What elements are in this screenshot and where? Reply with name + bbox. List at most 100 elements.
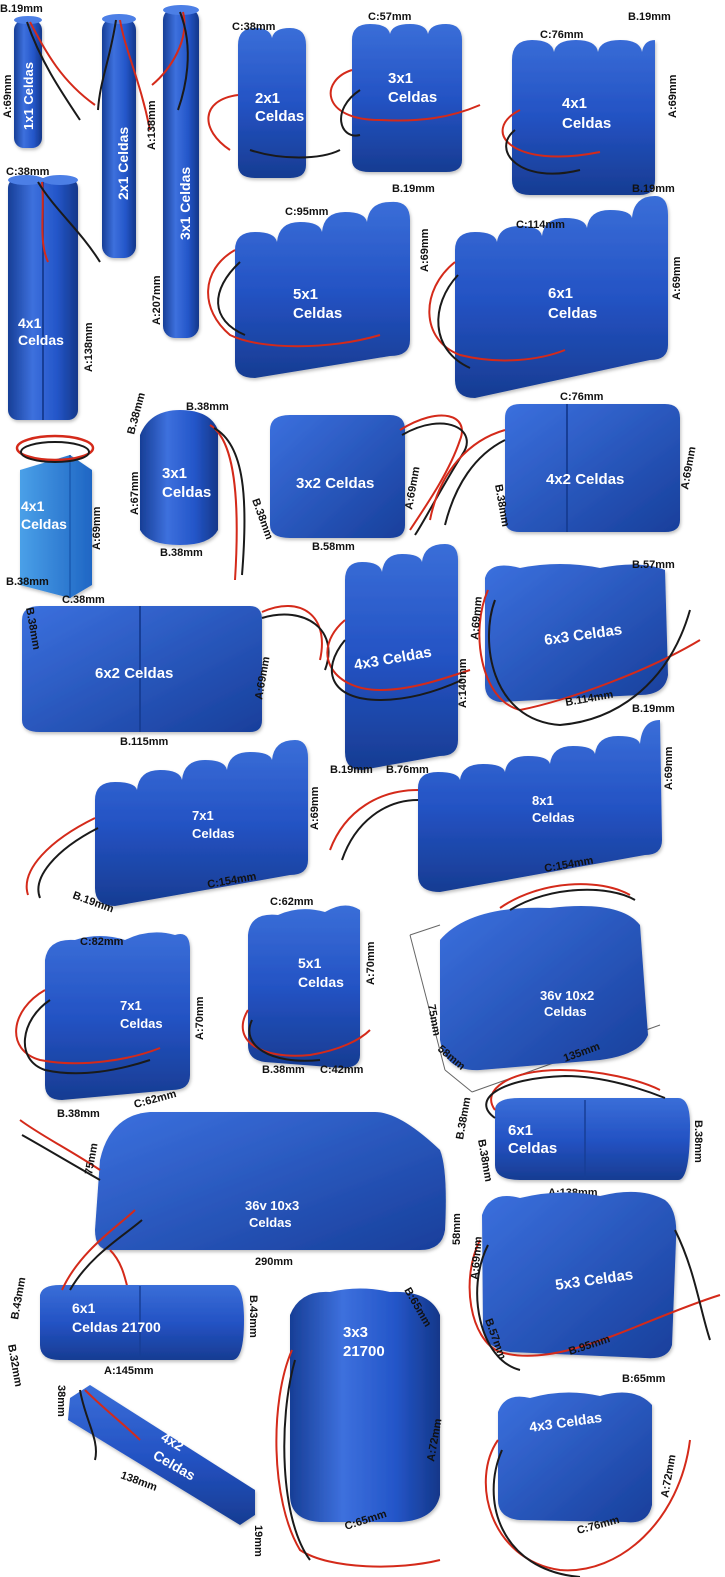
- svg-text:Celdas: Celdas: [298, 974, 344, 990]
- dim-h: 75mm: [425, 1003, 442, 1037]
- dim-a: A:69mm: [419, 228, 431, 272]
- svg-text:1x1 Celdas: 1x1 Celdas: [21, 62, 36, 130]
- dim-b2: B.38mm: [186, 401, 229, 413]
- dim-a: A:69mm: [667, 74, 679, 118]
- dim-l: 290mm: [255, 1256, 293, 1268]
- svg-text:Celdas: Celdas: [192, 826, 235, 841]
- pack-5x1-b: 5x1 Celdas C:62mm A:70mm B.38mm C:42mm: [241, 896, 377, 1076]
- svg-text:Celdas: Celdas: [532, 810, 575, 825]
- svg-text:Celdas: Celdas: [548, 305, 597, 322]
- dim-b: B.19mm: [392, 183, 435, 195]
- dim-a: A:138mm: [146, 100, 158, 150]
- dim-a: A:138mm: [83, 322, 95, 372]
- dim-c: C:62mm: [270, 896, 314, 908]
- dim-a: A:69mm: [403, 465, 422, 510]
- dim-b: B.58mm: [312, 541, 355, 553]
- dim-a: A:145mm: [104, 1365, 154, 1377]
- svg-text:Celdas 21700: Celdas 21700: [72, 1319, 161, 1335]
- dim-b2: B.38mm: [692, 1120, 704, 1163]
- label: 4x1: [562, 95, 587, 112]
- pack-6x1: 6x1 Celdas C:114mm A:69mm: [428, 196, 683, 398]
- dim-b: B.38mm: [6, 576, 49, 588]
- pack-2x1-vertical: 2x1 Celdas A:138mm: [97, 14, 158, 258]
- label: 6x2 Celdas: [95, 665, 173, 682]
- svg-text:21700: 21700: [343, 1343, 385, 1360]
- dim-b: B.43mm: [9, 1276, 28, 1320]
- dim-c: C:82mm: [80, 936, 124, 948]
- dim-a: A:69mm: [469, 596, 485, 641]
- label: 6x1: [548, 285, 573, 302]
- label: 3x1: [388, 70, 413, 87]
- pack-3x1: 3x1 Celdas C:57mm: [329, 11, 481, 172]
- pack-7x1-b: 7x1 Celdas C:82mm A:70mm B.38mm C:62mm: [15, 932, 206, 1120]
- label: 8x1: [532, 793, 554, 808]
- dim-b: B.38mm: [454, 1096, 473, 1140]
- dim-c: C:76mm: [540, 29, 584, 41]
- svg-text:Celdas: Celdas: [255, 108, 304, 125]
- svg-text:Celdas: Celdas: [21, 516, 67, 532]
- pack-8x1: 8x1 Celdas B.19mm A:69mm C:154mm: [329, 703, 675, 892]
- dim-c: C.38mm: [62, 594, 105, 606]
- dim-b: B.19mm: [632, 703, 675, 715]
- dim-a: A:69mm: [679, 445, 698, 490]
- dim-w: 38mm: [55, 1385, 67, 1417]
- label: 3x1: [162, 465, 187, 482]
- dim-c: C:114mm: [516, 219, 565, 231]
- dim-b4: B.38mm: [160, 547, 203, 559]
- label: 5x1: [293, 286, 318, 303]
- dim-a: A:140mm: [457, 658, 469, 708]
- dim-c: C:57mm: [368, 11, 412, 23]
- pack-6x2: 6x2 Celdas B.38mm A:69mm B.115mm: [22, 605, 330, 748]
- label: 4x1: [21, 498, 45, 514]
- pack-4x1: 4x1 Celdas C:76mm B.19mm A:69mm B.19mm: [501, 11, 679, 196]
- label: 36v 10x2: [540, 988, 594, 1003]
- pack-4x3: 4x3 Celdas A:140mm B.19mm B.76mm: [326, 544, 471, 776]
- dim-b2: B.115mm: [120, 736, 169, 748]
- dim-b: B:65mm: [622, 1373, 666, 1385]
- label: 5x1: [298, 955, 322, 971]
- dim-b: B.38mm: [262, 1064, 305, 1076]
- pack-5x3: 5x3 Celdas A:69mm B.57mm B.95mm: [468, 1191, 721, 1371]
- pack-3x1-triangle: 3x1 Celdas B.38mm B.38mm A:67mm B.38mm B…: [125, 391, 275, 581]
- label: 4x2 Celdas: [546, 471, 624, 488]
- label: 36v 10x3: [245, 1198, 299, 1213]
- svg-text:Celdas: Celdas: [162, 484, 211, 501]
- dim-a: A:69mm: [469, 1236, 485, 1281]
- dim-b: B.38mm: [57, 1108, 100, 1120]
- pack-3x3-21700: 3x3 21700 B:65mm A:72mm C:65mm: [275, 1286, 445, 1568]
- dim-c: C:95mm: [285, 206, 329, 218]
- label: 1x1: [21, 108, 36, 130]
- svg-text:Celdas: Celdas: [249, 1215, 292, 1230]
- svg-text:Celdas: Celdas: [544, 1004, 587, 1019]
- dim-d: 19mm: [252, 1525, 264, 1557]
- dim-b3: B.38mm: [475, 1138, 494, 1182]
- pack-4x2: 4x2 Celdas C:76mm B.38mm A:69mm: [429, 391, 699, 532]
- svg-text:Celdas: Celdas: [120, 1016, 163, 1031]
- label: 3x2 Celdas: [296, 475, 374, 492]
- pack-3x2: 3x2 Celdas A:69mm B.58mm: [270, 414, 468, 553]
- svg-text:Celdas: Celdas: [562, 115, 611, 132]
- dim-c: C:76mm: [560, 391, 604, 403]
- dim-l: 138mm: [119, 1470, 159, 1494]
- svg-text:Celdas: Celdas: [18, 332, 64, 348]
- dim-b: B.57mm: [632, 559, 675, 571]
- pack-4x1-vertical: 4x1 Celdas C:38mm A:138mm: [6, 166, 101, 420]
- dim-b: B.19mm: [330, 764, 373, 776]
- pack-7x1: 7x1 Celdas A:69mm B.19mm C:154mm: [25, 740, 321, 916]
- pack-2x1: 2x1 Celdas C:38mm: [207, 21, 341, 178]
- pack-4x1-square: 4x1 Celdas A:69mm B.38mm C.38mm: [6, 434, 105, 606]
- pack-6x3: 6x3 Celdas B.57mm A:69mm B.114mm: [469, 559, 701, 727]
- dim-w: 58mm: [451, 1213, 463, 1245]
- dim-b2: B.76mm: [386, 764, 429, 776]
- pack-4x3-b: 4x3 Celdas B:65mm A:72mm C:76mm: [484, 1373, 691, 1577]
- label: 6x1: [72, 1300, 96, 1316]
- dim-a: A:70mm: [194, 996, 206, 1040]
- label: 4x1: [18, 315, 42, 331]
- label: 3x1 Celdas: [177, 167, 193, 240]
- label: 7x1: [120, 998, 142, 1013]
- pack-4x2-diagonal: 4x2 Celdas 38mm 138mm 19mm: [55, 1385, 264, 1557]
- dim-a: A:207mm: [151, 275, 163, 325]
- pack-3x1-vertical: 3x1 Celdas A:207mm: [151, 5, 199, 338]
- dim-c2: C:42mm: [320, 1064, 364, 1076]
